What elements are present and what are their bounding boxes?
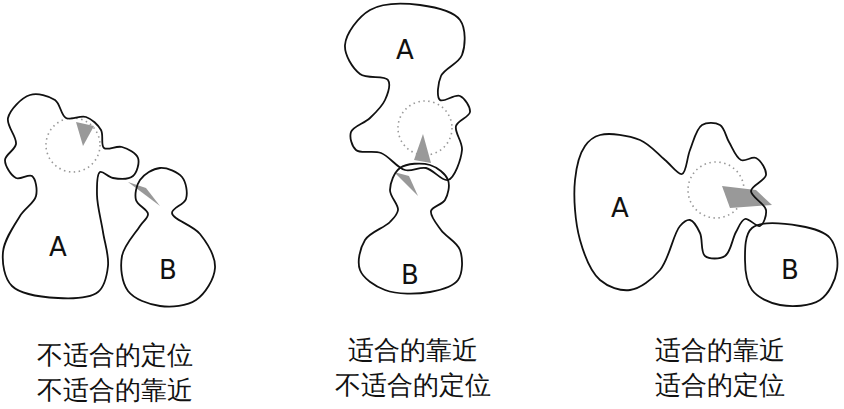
molecule-b: B [741,222,841,309]
orientation-wedge [722,186,772,208]
molecule-outline [745,223,837,306]
caption-line: 适合的定位 [655,372,785,398]
molecule-label: A [396,37,414,63]
molecule-outline [118,164,219,310]
caption-line: 不适合的定位 [37,342,193,368]
orientation-wedge [394,172,418,196]
molecule-b: B [356,161,464,296]
molecule-outline [121,168,215,307]
molecule-label: A [611,195,629,221]
binding-site-circle [46,118,100,172]
molecule-label: B [401,262,419,288]
caption-line: 适合的靠近 [348,337,478,363]
molecule-label: A [49,234,67,260]
molecule-outline [341,1,474,184]
molecule-b: B [118,164,219,310]
molecule-outline [574,123,766,290]
molecule-a: A [341,1,474,184]
orientation-wedge [128,182,160,206]
caption-line: 不适合的定位 [335,372,491,398]
molecule-outline [3,94,139,298]
orientation-wedge [414,134,431,163]
molecule-outline [571,121,770,294]
caption-line: 不适合的靠近 [37,377,193,403]
caption-line: 适合的靠近 [655,337,785,363]
molecule-a: A [571,121,770,294]
molecule-outline [359,164,462,294]
molecule-outline [345,4,470,180]
molecule-label: B [781,257,799,283]
molecule-label: B [159,257,177,283]
orientation-wedge [76,122,94,146]
